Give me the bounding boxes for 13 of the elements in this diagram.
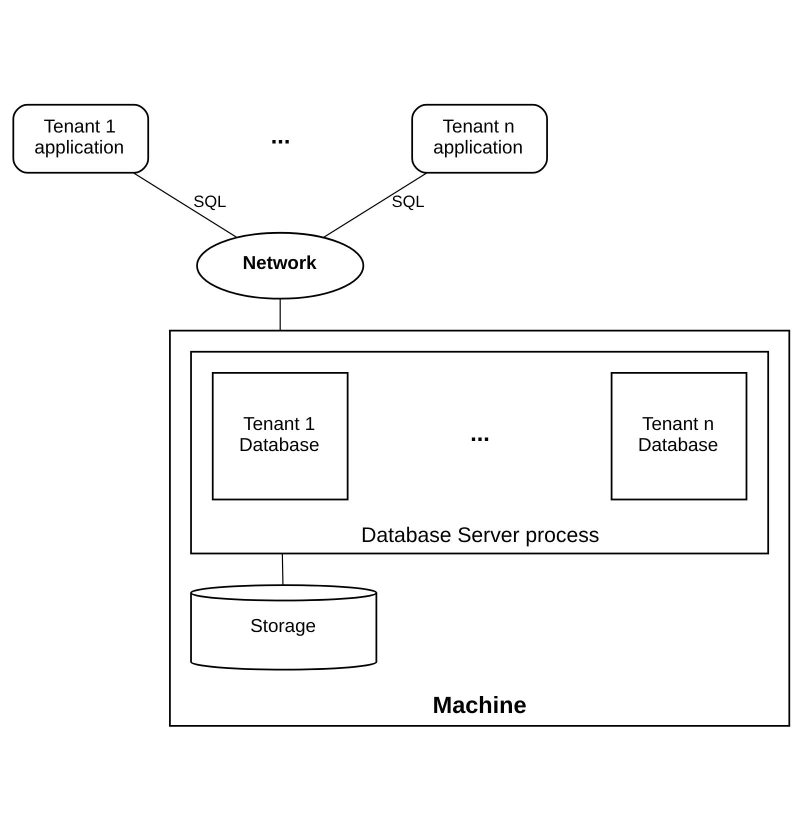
edge-label: SQL [193,192,226,211]
connector [280,298,281,331]
edge-label: SQL [392,192,424,211]
connector [323,172,427,238]
connector [133,172,238,238]
node-box: Tenant n application [411,104,548,174]
node-ellipse: Network [196,232,364,300]
node-box: Tenant 1 Database [212,372,349,500]
node-box: Tenant 1 application [12,104,150,174]
label: ... [470,420,490,446]
label: ... [270,122,290,148]
connector [282,553,284,585]
node-box: Tenant n Database [610,372,748,500]
